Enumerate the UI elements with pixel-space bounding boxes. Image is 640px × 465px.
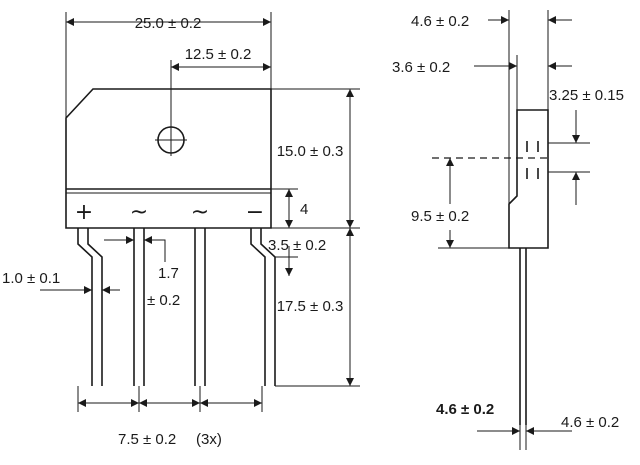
dim-body-height: 15.0 ± 0.3 — [277, 143, 344, 160]
dim-thickness-overall: 4.6 ± 0.2 — [411, 13, 469, 30]
dim-body-thickness: 3.6 ± 0.2 — [392, 59, 450, 76]
dim-step-offset: 3.25 ± 0.15 — [549, 87, 624, 104]
dim-lead-pitch-count: (3x) — [196, 431, 222, 448]
polarity-mark-ac-1: ~ — [130, 200, 148, 225]
dim-lead-offset: 4.6 ± 0.2 — [561, 414, 619, 431]
lead-4 — [250, 228, 276, 386]
dim-center-height: 9.5 ± 0.2 — [411, 208, 469, 225]
dim-lead-thickness: 4.6 ± 0.2 — [436, 401, 494, 418]
package-body — [65, 88, 272, 229]
polarity-mark-minus: − — [246, 200, 264, 225]
dim-band-height: 4 — [300, 201, 308, 218]
side-lead — [519, 248, 527, 425]
dim-width-overall: 25.0 ± 0.2 — [135, 15, 202, 32]
dim-lead-shoulder: 3.5 ± 0.2 — [268, 237, 326, 254]
polarity-mark-ac-2: ~ — [191, 200, 209, 225]
side-body — [508, 109, 549, 249]
dim-lead-length: 17.5 ± 0.3 — [277, 298, 344, 315]
dim-hole-offset: 12.5 ± 0.2 — [185, 46, 252, 63]
dim-lead-pitch: 7.5 ± 0.2 — [118, 431, 176, 448]
front-view: + ~ ~ − 25.0 ± 0.2 12.5 ± 0.2 15.0 ± 0.3… — [2, 12, 360, 448]
lead-3 — [194, 228, 206, 386]
polarity-mark-plus: + — [75, 200, 93, 225]
dim-lead-width: 1.0 ± 0.1 — [2, 270, 60, 287]
lead-1 — [77, 228, 103, 386]
side-view: 4.6 ± 0.2 3.6 ± 0.2 3.25 ± 0.15 9.5 ± 0.… — [392, 10, 624, 450]
dim-lead-neck-a: 1.7 — [158, 265, 179, 282]
dim-line-lead-neck-right — [144, 236, 166, 262]
mounting-hole — [155, 124, 187, 156]
lead-2 — [133, 228, 145, 386]
dim-lead-neck-b: ± 0.2 — [147, 292, 180, 309]
